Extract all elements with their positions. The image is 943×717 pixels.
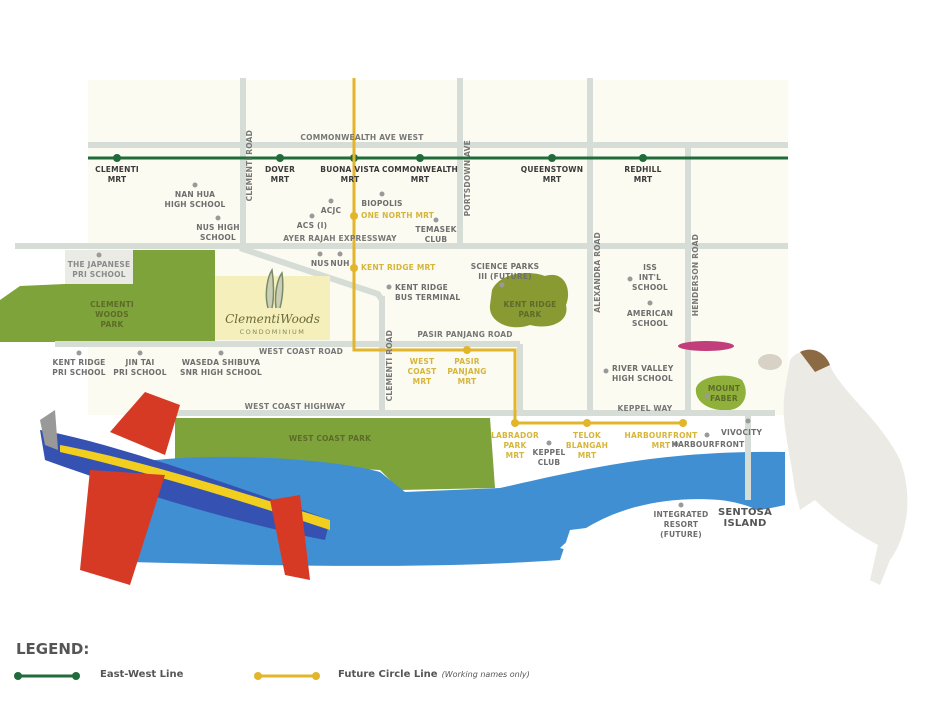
place-harbourfront: HARBOURFRONT (671, 440, 745, 449)
legend-circle-line: Future Circle Line(Working names only) (338, 669, 530, 680)
road-label-alexandra-road: ALEXANDRA ROAD (593, 232, 602, 313)
logo-subtitle: CONDOMINIUM (239, 328, 306, 336)
place-acs-i: ACS (I) (296, 221, 328, 230)
park-west-coast: WEST COAST PARK (288, 434, 372, 443)
road-label-keppel-way: KEPPEL WAY (617, 404, 673, 413)
park-clementi-woods: CLEMENTI WOODS PARK (90, 300, 134, 329)
road-label-henderson-road: HENDERSON ROAD (691, 234, 700, 317)
legend-symbols (14, 672, 320, 680)
station-telok-blangah[interactable]: TELOK BLANGAH MRT (565, 431, 609, 460)
clementi-woods-park-area (0, 250, 215, 342)
station-harbourfront-ccl[interactable]: HARBOURFRONT MRT (624, 431, 698, 450)
place-kent-ridge-pri-school: KENT RIDGE PRI SCHOOL (52, 358, 106, 377)
frisbee-illustration (678, 341, 734, 351)
place-japanese-pri-school: THE JAPANESE PRI SCHOOL (67, 260, 131, 279)
road-label-ayer-rajah-expressway: AYER RAJAH EXPRESSWAY (283, 234, 397, 243)
ew-station-dots (113, 154, 647, 162)
legend-title: LEGEND: (16, 640, 90, 658)
tree-logo-icon (265, 268, 284, 309)
circle-line (352, 78, 683, 425)
place-biopolis: BIOPOLIS (361, 199, 403, 208)
place-nan-hua-high-school: NAN HUA HIGH SCHOOL (164, 190, 226, 209)
road-label-commonwealth-ave-west: COMMONWEALTH AVE WEST (300, 133, 424, 142)
place-dots (76, 182, 751, 508)
station-redhill[interactable]: REDHILL MRT (624, 165, 662, 184)
park-mount-faber: MOUNT FABER (707, 384, 741, 403)
place-sentosa-island: SENTOSA ISLAND (717, 507, 773, 529)
legend-east-west-line: East-West Line (100, 669, 183, 680)
west-coast-park-area (175, 418, 495, 490)
dog-illustration (758, 349, 908, 585)
mount-faber-area (695, 375, 746, 411)
station-west-coast[interactable]: WEST COAST MRT (407, 357, 437, 386)
place-kent-ridge-bus-terminal: KENT RIDGE BUS TERMINAL (395, 283, 461, 302)
park-kent-ridge: KENT RIDGE PARK (503, 300, 557, 319)
station-one-north[interactable]: ONE NORTH MRT (361, 211, 435, 220)
road-label-clementi-road: CLEMENTI ROAD (245, 130, 254, 202)
place-science-parks-iii: SCIENCE PARKS III (FUTURE) (470, 262, 540, 281)
clementi-woods-logo: ClementiWoods CONDOMINIUM (215, 268, 330, 340)
place-integrated-resort: INTEGRATED RESORT (FUTURE) (653, 510, 709, 539)
place-acjc: ACJC (320, 206, 342, 215)
ccl-station-dots (350, 212, 687, 427)
station-labrador-park[interactable]: LABRADOR PARK MRT (491, 431, 539, 460)
station-queenstown[interactable]: QUEENSTOWN MRT (520, 165, 584, 184)
place-nus-high-school: NUS HIGH SCHOOL (196, 223, 240, 242)
legend-ew-label: East-West Line (100, 669, 184, 680)
station-commonwealth[interactable]: COMMONWEALTH MRT (382, 165, 458, 184)
kent-ridge-park-area (489, 272, 569, 328)
station-pasir-panjang[interactable]: PASIR PANJANG MRT (447, 357, 487, 386)
station-clementi[interactable]: CLEMENTI MRT (95, 165, 139, 184)
road-label-pasir-panjang-road: PASIR PANJANG ROAD (417, 330, 513, 339)
place-vivocity: VIVOCITY (721, 428, 763, 437)
logo-name: ClementiWoods (225, 312, 320, 326)
place-jin-tai-pri-school: JIN TAI PRI SCHOOL (113, 358, 167, 377)
place-waseda-shibuya: WASEDA SHIBUYA SNR HIGH SCHOOL (180, 358, 262, 377)
legend-ccl-note: (Working names only) (441, 670, 530, 679)
place-river-valley-high-school: RIVER VALLEY HIGH SCHOOL (612, 364, 674, 383)
legend-ccl-label: Future Circle Line (338, 669, 438, 680)
place-nus: NUS (310, 259, 330, 268)
station-buona-vista[interactable]: BUONA VISTA MRT (320, 165, 380, 184)
road-label-west-coast-road: WEST COAST ROAD (258, 347, 344, 356)
sentosa-island-area (560, 499, 785, 566)
road-label-west-coast-highway: WEST COAST HIGHWAY (244, 402, 346, 411)
place-nuh: NUH (330, 259, 350, 268)
place-temasek-club: TEMASEK CLUB (415, 225, 457, 244)
roads (15, 78, 788, 500)
airplane-illustration (40, 392, 330, 585)
road-label-portsdown-ave: PORTSDOWN AVE (463, 140, 472, 217)
road-label-clementi-road-south: CLEMENTI ROAD (385, 330, 394, 402)
station-kent-ridge[interactable]: KENT RIDGE MRT (361, 263, 436, 272)
place-american-school: AMERICAN SCHOOL (626, 309, 674, 328)
place-keppel-club: KEPPEL CLUB (532, 448, 566, 467)
station-dover[interactable]: DOVER MRT (264, 165, 296, 184)
place-iss-intl-school: ISS INT'L SCHOOL (632, 263, 668, 292)
